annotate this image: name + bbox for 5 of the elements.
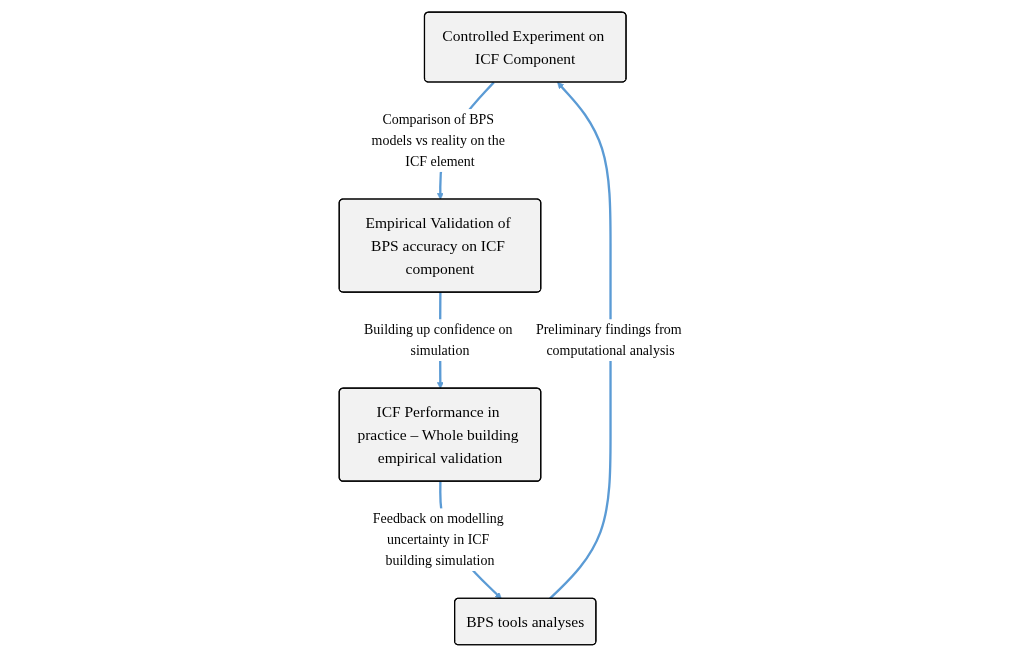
edge-label: Comparison of BPS models vs reality on the ICF element	[371, 111, 505, 169]
edge-label: Building up confidence on simulation	[363, 321, 513, 358]
edge-label: Feedback on modelling uncertainty in ICF building simulation	[372, 510, 504, 569]
arrow	[548, 82, 612, 600]
edge-label: Preliminary findings from computational analysis	[535, 321, 682, 358]
